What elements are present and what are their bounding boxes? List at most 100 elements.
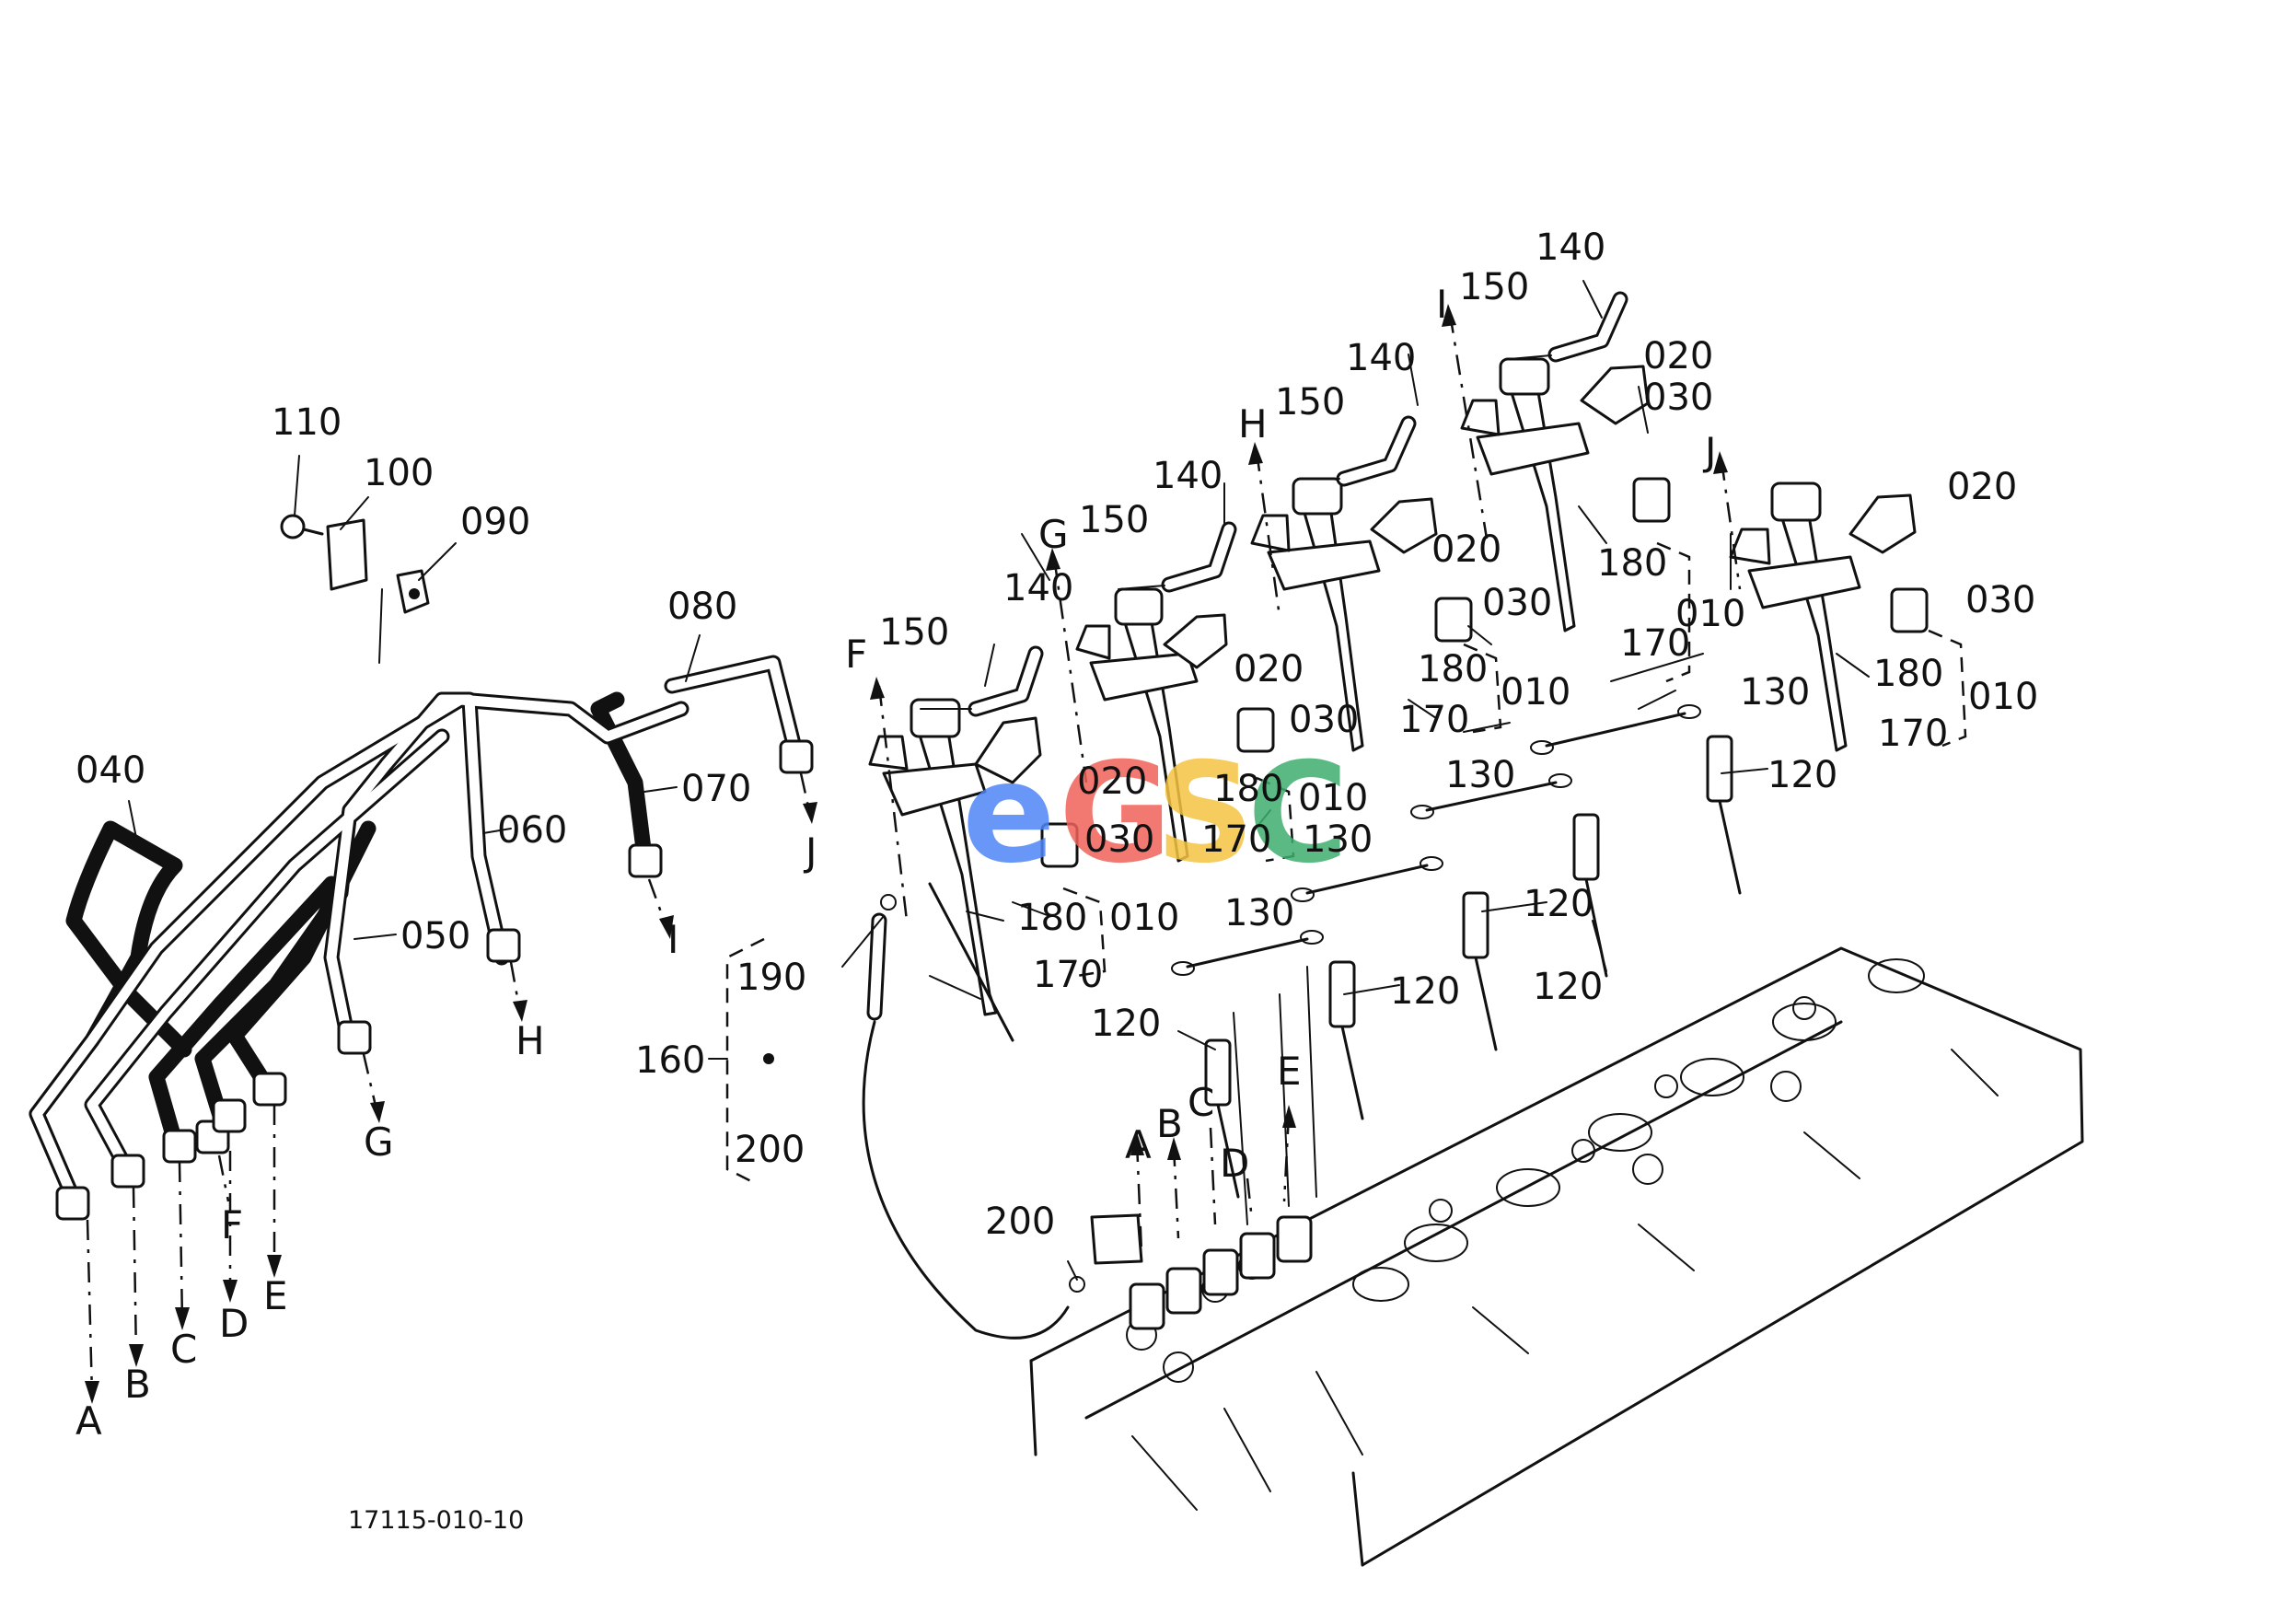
- callout-170-b: 170: [1201, 818, 1271, 861]
- callout-170-e: 170: [1878, 713, 1948, 755]
- callout-070: 070: [681, 768, 751, 810]
- callout-040: 040: [75, 749, 145, 792]
- drawing-number: 17115-010-10: [348, 1506, 524, 1535]
- callout-020-c: 020: [1431, 528, 1501, 571]
- callout-120-c: 120: [1524, 883, 1593, 925]
- glow-plug-1: [1204, 1038, 1240, 1199]
- callout-140-b: 140: [1153, 455, 1223, 497]
- letter-e-pipe: E: [263, 1273, 288, 1318]
- letter-e-pump: E: [1277, 1049, 1302, 1094]
- callout-120-b: 120: [1390, 970, 1460, 1013]
- callout-020-b: 020: [1234, 648, 1304, 690]
- callout-010-c: 010: [1501, 671, 1570, 713]
- letter-f-pipe: F: [221, 1202, 243, 1247]
- injector-3: [1250, 477, 1381, 752]
- letter-f-nozzle: F: [845, 632, 867, 677]
- callout-180-d: 180: [1597, 542, 1667, 585]
- letter-i-nozzle: I: [1436, 282, 1447, 327]
- injector-4: [1460, 357, 1590, 632]
- callout-010-b: 010: [1298, 777, 1368, 819]
- nozzle-spacers: [1040, 477, 1929, 868]
- callout-110: 110: [272, 401, 342, 444]
- letter-h-pipe: H: [516, 1018, 545, 1063]
- callout-170-c: 170: [1399, 699, 1469, 741]
- connection-arrows: [85, 304, 1742, 1404]
- callout-140-a: 140: [1003, 567, 1073, 609]
- head-cups: [1352, 958, 1925, 1302]
- letter-j-nozzle: J: [1702, 429, 1716, 474]
- callout-180-e: 180: [1873, 653, 1943, 695]
- callout-150-d: 150: [1459, 266, 1529, 308]
- watermark-logo: e G S C: [962, 734, 1349, 894]
- glow-plugs: [1204, 735, 1742, 1199]
- nozzle-clamps: [974, 365, 1917, 784]
- leader-lines: [128, 280, 1870, 1281]
- injection-pipes: [29, 655, 814, 1221]
- glow-plug-leads: [1171, 704, 1701, 976]
- callout-020-e: 020: [1947, 466, 2017, 508]
- callout-130-c: 130: [1445, 754, 1515, 796]
- letter-j-pipe: J: [803, 829, 817, 875]
- callout-120-a: 120: [1091, 1003, 1161, 1045]
- callout-030-a: 030: [1084, 818, 1154, 861]
- pipe-clamp-assembly: [280, 514, 430, 664]
- letter-a-pump: A: [1125, 1122, 1152, 1167]
- callout-010-d: 010: [1675, 593, 1745, 635]
- callout-190: 190: [736, 957, 806, 999]
- letter-d-pipe: D: [219, 1301, 249, 1346]
- callout-130-a: 130: [1224, 892, 1294, 934]
- letter-h-nozzle: H: [1238, 401, 1268, 447]
- callout-170-d: 170: [1620, 622, 1690, 665]
- watermark-letter: G: [1059, 734, 1172, 894]
- injector-2: [1075, 587, 1199, 863]
- glow-plug-4: [1572, 813, 1608, 978]
- callout-030-b: 030: [1289, 699, 1359, 741]
- cylinder-head-block: [1029, 946, 2084, 1567]
- callout-020-a: 020: [1077, 760, 1147, 803]
- callout-120-d: 120: [1533, 966, 1603, 1008]
- callout-100: 100: [364, 452, 434, 494]
- callout-140-d: 140: [1536, 226, 1605, 269]
- callout-150-a: 150: [879, 611, 949, 654]
- glow-plug-3: [1462, 891, 1498, 1051]
- letter-a-pipe: A: [75, 1398, 102, 1444]
- callout-180-a: 180: [1017, 897, 1087, 939]
- callout-030-e: 030: [1965, 579, 2035, 621]
- callout-200-a: 200: [735, 1129, 805, 1171]
- callout-180-c: 180: [1418, 648, 1488, 690]
- callout-180-b: 180: [1213, 768, 1283, 810]
- watermark-letter: S: [1155, 734, 1255, 894]
- glow-plug-2: [1328, 960, 1364, 1120]
- pump-delivery-valves: [1090, 1213, 1313, 1330]
- letter-b-pump: B: [1156, 1101, 1183, 1146]
- letter-b-pipe: B: [124, 1362, 151, 1407]
- callout-080: 080: [667, 586, 737, 628]
- watermark-letter: C: [1247, 734, 1349, 894]
- part-callouts: 110 100 090 080 040 070 060 050 150 140 …: [75, 226, 2038, 1243]
- callout-200-b: 200: [985, 1201, 1055, 1243]
- callout-130-b: 130: [1303, 818, 1373, 861]
- callout-060: 060: [497, 809, 567, 852]
- letter-c-pipe: C: [170, 1327, 197, 1372]
- return-hose: [763, 894, 1085, 1340]
- pipe-nuts: [55, 739, 814, 1221]
- callout-brackets: [708, 541, 1967, 1185]
- callout-150-b: 150: [1079, 499, 1149, 541]
- watermark-letter: e: [962, 734, 1056, 894]
- callout-010-a: 010: [1109, 897, 1179, 939]
- callout-050: 050: [400, 915, 470, 957]
- letter-g-pipe: G: [364, 1119, 394, 1165]
- letter-d-pump: D: [1220, 1141, 1249, 1186]
- callout-160: 160: [635, 1039, 705, 1082]
- callout-130-d: 130: [1740, 671, 1810, 713]
- letter-c-pump: C: [1188, 1080, 1214, 1125]
- glow-plug-5: [1706, 735, 1742, 895]
- letter-i-pipe: I: [667, 917, 678, 962]
- connection-letters: A B C D E F G H I J F G H I J A B C D E: [75, 282, 1716, 1444]
- callout-120-e: 120: [1767, 754, 1837, 796]
- callout-010-e: 010: [1968, 676, 2038, 718]
- callout-030-c: 030: [1482, 582, 1552, 624]
- letter-g-nozzle: G: [1038, 512, 1069, 557]
- callout-150-c: 150: [1275, 381, 1345, 423]
